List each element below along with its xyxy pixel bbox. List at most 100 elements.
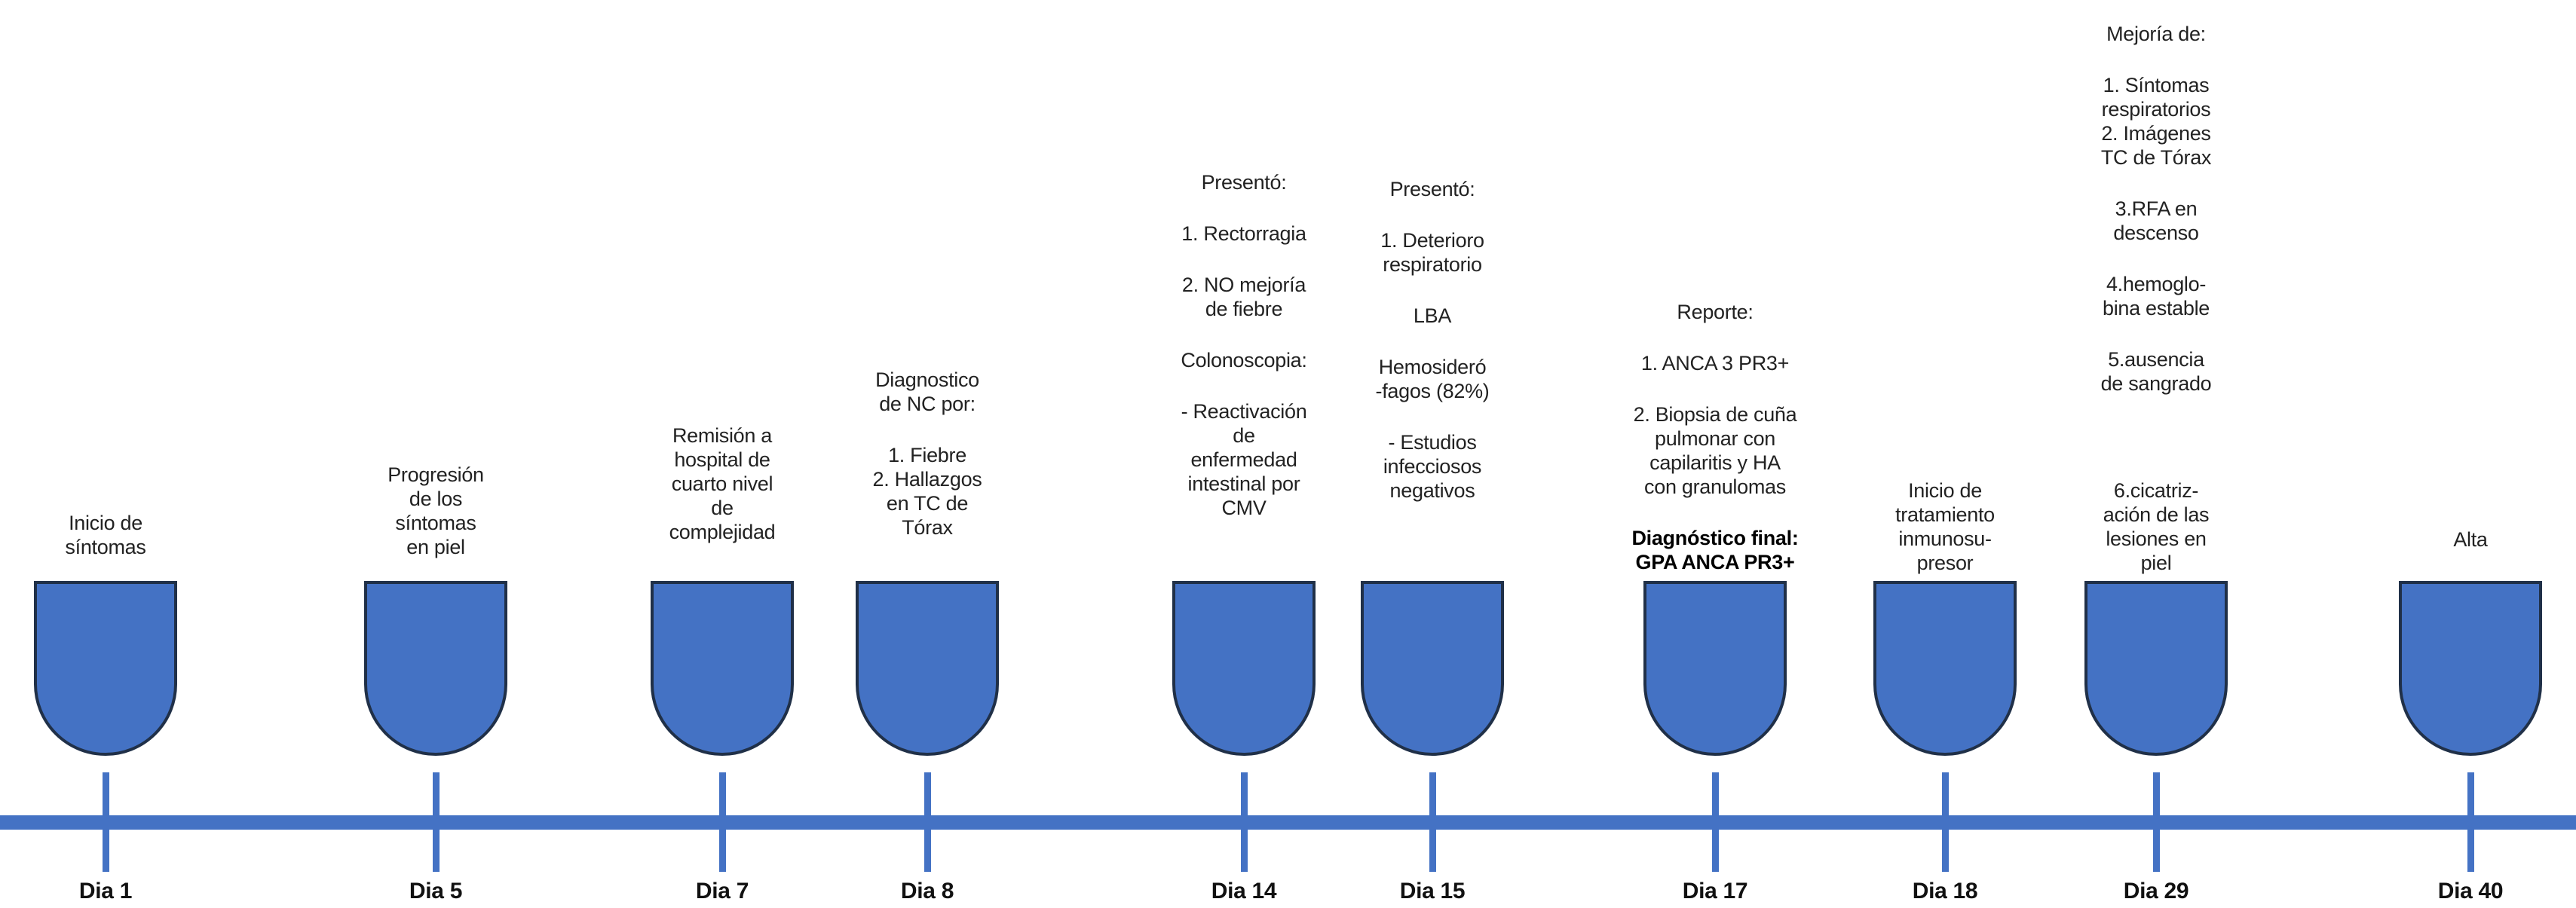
event-text-line: respiratorios <box>2101 98 2211 121</box>
event-marker-shield <box>34 581 177 756</box>
event-text-line: Hemosideró <box>1378 356 1487 378</box>
event-tick <box>924 772 931 872</box>
event-text-line: respiratorio <box>1383 253 1482 276</box>
event-text-line: 1. Síntomas <box>2103 74 2210 96</box>
event-text-line: Alta <box>2453 528 2488 551</box>
event-tick <box>1712 772 1719 872</box>
event-tick <box>433 772 440 872</box>
event-text-line: Reporte: <box>1677 301 1754 323</box>
event-text-line: Progresión <box>387 463 484 486</box>
event-text-line: 2. Biopsia de cuña <box>1633 403 1797 426</box>
event-text-line: de sangrado <box>2100 372 2212 395</box>
event-text-line: 1. Rectorragia <box>1181 222 1306 245</box>
event-text-block: Mejoría de: <box>2005 22 2307 46</box>
event-marker-shield <box>856 581 999 756</box>
event-text-line: bina estable <box>2102 297 2210 319</box>
event-text-line: 6.cicatriz- <box>2113 479 2199 502</box>
event-day-label: Dia 29 <box>2123 879 2189 903</box>
event-text-line: síntomas <box>65 536 146 558</box>
event-text-block: Alta <box>2320 527 2576 552</box>
event-text-line: 3.RFA en <box>2115 197 2198 220</box>
event-day-label: Dia 8 <box>900 879 954 903</box>
event-day-label: Dia 17 <box>1682 879 1748 903</box>
event-text-line: Mejoría de: <box>2106 23 2206 45</box>
event-text-line: inmunosu- <box>1898 527 1992 550</box>
event-text-line: Diagnóstico final: <box>1631 527 1799 549</box>
event-text-line: TC de Tórax <box>2100 146 2212 169</box>
event-marker-shield <box>1361 581 1504 756</box>
event-text-block: 1. Rectorragia <box>1093 222 1395 246</box>
event-marker-shield <box>1172 581 1316 756</box>
event-text-line: Presentó: <box>1389 178 1475 200</box>
event-text-line: 2. NO mejoría <box>1181 274 1306 296</box>
event-day-label: Dia 5 <box>409 879 463 903</box>
event-text-line: hospital de <box>674 448 770 471</box>
event-tick <box>719 772 726 872</box>
event-tick <box>1241 772 1248 872</box>
event-text-line: 1. Fiebre <box>888 444 966 466</box>
event-text-block: Colonoscopia: <box>1093 348 1395 372</box>
event-text-line: en piel <box>406 536 465 558</box>
event-text-line: síntomas <box>395 512 476 534</box>
event-text-line: 5.ausencia <box>2108 348 2204 371</box>
event-text-line: de <box>1233 424 1255 447</box>
event-text-line: - Estudios <box>1388 431 1477 454</box>
event-text-line: Inicio de <box>69 512 142 534</box>
event-text-line: intestinal por <box>1187 472 1300 495</box>
event-tick <box>2153 772 2160 872</box>
event-text-line: ación de las <box>2103 503 2210 526</box>
event-text-block: Reporte: <box>1564 300 1866 324</box>
event-text-line: 4.hemoglo- <box>2106 273 2207 295</box>
event-text-line: Diagnostico <box>875 368 979 391</box>
event-text-line: Inicio de <box>1908 479 1982 502</box>
event-text-line: -fagos (82%) <box>1375 380 1490 402</box>
event-text-line: Remisión a <box>672 424 773 447</box>
event-text-block: Presentó: <box>1093 170 1395 194</box>
event-text-line: tratamiento <box>1895 503 1995 526</box>
event-text-line: negativos <box>1389 479 1475 502</box>
event-day-label: Dia 40 <box>2437 879 2504 903</box>
event-text-line: 1. Deterioro <box>1380 229 1484 252</box>
event-day-label: Dia 7 <box>695 879 749 903</box>
event-text-line: Colonoscopia: <box>1181 349 1307 371</box>
event-text-block: 4.hemoglo-bina estable <box>2005 272 2307 320</box>
event-text-line: Tórax <box>902 516 953 539</box>
event-text-line: enfermedad <box>1190 448 1297 471</box>
event-day-label: Dia 1 <box>78 879 133 903</box>
event-text-line: cuarto nivel <box>671 472 773 495</box>
event-text-line: de los <box>409 488 463 510</box>
event-text-line: 2. Hallazgos <box>872 468 982 491</box>
event-text-line: de NC por: <box>879 393 976 415</box>
event-text-block: Diagnóstico final:GPA ANCA PR3+ <box>1564 526 1866 574</box>
event-text-line: en TC de <box>886 492 969 515</box>
event-text-line: de fiebre <box>1205 298 1283 320</box>
event-text-line: 1. ANCA 3 PR3+ <box>1640 352 1790 375</box>
event-marker-shield <box>1643 581 1787 756</box>
event-text-block: 1. ANCA 3 PR3+ <box>1564 351 1866 375</box>
event-text-line: CMV <box>1221 497 1267 519</box>
event-text-line: lesiones en <box>2106 527 2207 550</box>
event-text-line: infecciosos <box>1383 455 1482 478</box>
event-marker-shield <box>2084 581 2228 756</box>
event-marker-shield <box>1873 581 2017 756</box>
timeline-axis <box>0 815 2576 830</box>
event-text-line: 2. Imágenes <box>2101 122 2211 145</box>
event-text-line: con granulomas <box>1644 475 1786 498</box>
event-description: Reporte: 1. ANCA 3 PR3+ 2. Biopsia de cuña… <box>1564 300 1866 574</box>
event-text-line: pulmonar con <box>1655 427 1775 450</box>
